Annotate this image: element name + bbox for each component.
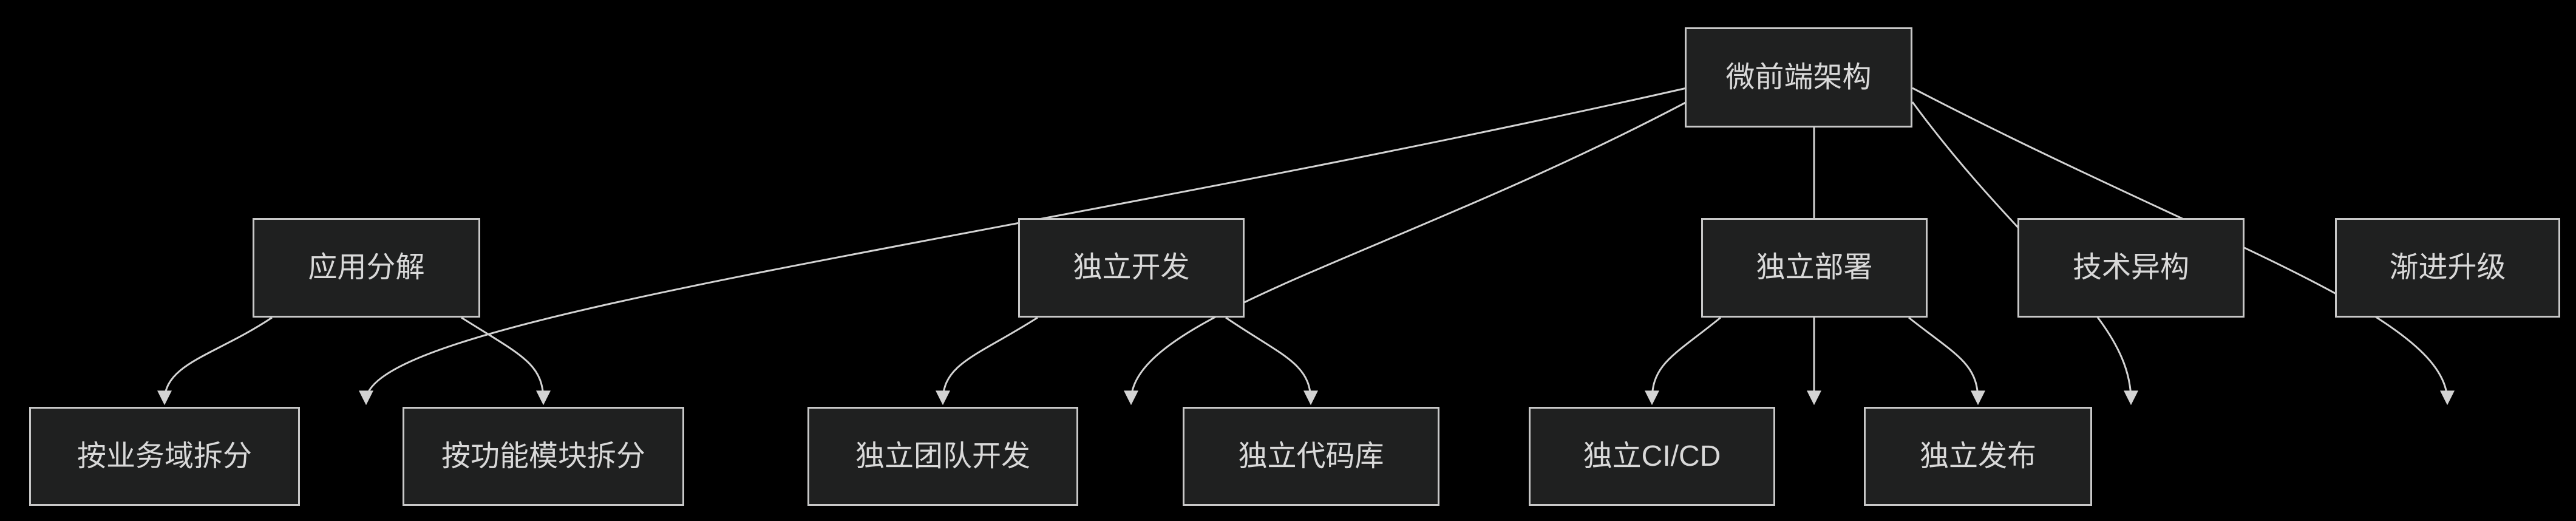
node-progressive-upgrade: 渐进升级 — [2335, 218, 2560, 318]
node-label: 独立团队开发 — [855, 440, 1030, 472]
node-independent-deployment: 独立部署 — [1701, 218, 1928, 318]
node-independent-development: 独立开发 — [1018, 218, 1245, 318]
node-micro-frontend-architecture: 微前端架构 — [1685, 27, 1912, 128]
node-label: 独立开发 — [1073, 251, 1190, 284]
node-label: 微前端架构 — [1725, 61, 1872, 94]
node-label: 应用分解 — [308, 251, 425, 284]
edge-root-to-dev — [1124, 101, 1687, 406]
edge-app-to-func — [461, 316, 551, 406]
edge-deploy-to-cicd — [1645, 316, 1721, 406]
edge-app-to-biz — [157, 316, 273, 406]
node-label: 技术异构 — [2072, 251, 2189, 284]
edge-dev-to-team — [936, 316, 1038, 406]
edge-root-to-upgrade — [1912, 87, 2455, 406]
edge-deploy-to-release — [1908, 316, 1985, 406]
edge-root-to-app — [359, 87, 1687, 406]
node-technology-heterogeneity: 技术异构 — [2017, 218, 2245, 318]
node-split-by-business-domain: 按业务域拆分 — [29, 407, 300, 506]
node-independent-codebase: 独立代码库 — [1183, 407, 1439, 506]
node-independent-cicd: 独立CI/CD — [1529, 407, 1775, 506]
node-label: 独立代码库 — [1238, 440, 1384, 472]
node-application-decomposition: 应用分解 — [253, 218, 480, 318]
node-independent-release: 独立发布 — [1864, 407, 2092, 506]
node-label: 独立CI/CD — [1583, 440, 1721, 472]
node-label: 独立发布 — [1919, 440, 2036, 472]
edge-dev-to-repo — [1225, 316, 1318, 406]
node-label: 按功能模块拆分 — [441, 440, 645, 472]
node-label: 按业务域拆分 — [76, 440, 252, 472]
node-independent-team-development: 独立团队开发 — [807, 407, 1078, 506]
node-label: 独立部署 — [1756, 251, 1873, 284]
node-label: 渐进升级 — [2389, 251, 2506, 284]
node-split-by-functional-module: 按功能模块拆分 — [403, 407, 684, 506]
